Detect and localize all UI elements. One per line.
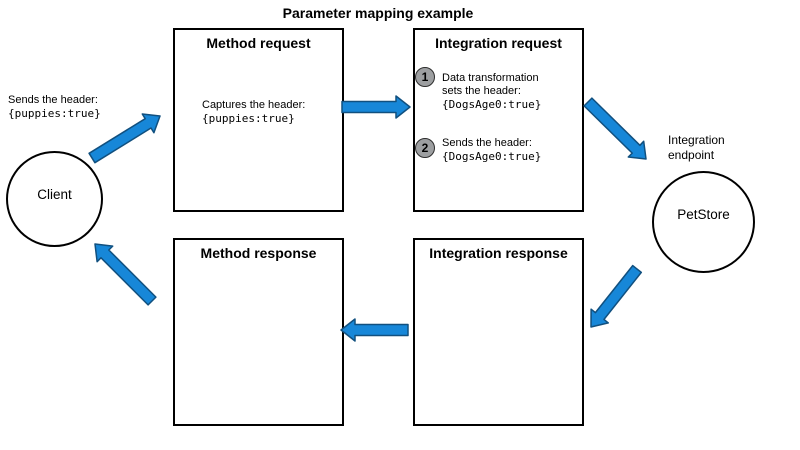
arrow-method-request-to-integration-request	[341, 95, 411, 119]
client-annotation-code: {puppies:true}	[8, 107, 101, 120]
endpoint-annotation: Integration endpoint	[668, 133, 725, 163]
integration-response-box: Integration response	[413, 238, 584, 426]
arrow-client-to-method-request	[88, 113, 161, 164]
integration-request-title: Integration request	[435, 35, 562, 51]
step-2-line-1: Sends the header:	[442, 137, 532, 149]
step-2-badge: 2	[415, 138, 435, 158]
arrow-method-response-to-client	[94, 243, 157, 306]
integration-response-title: Integration response	[429, 245, 568, 261]
petstore-node: PetStore	[652, 171, 755, 273]
method-request-text: Captures the header:	[202, 99, 306, 111]
method-request-title: Method request	[206, 35, 311, 51]
method-request-code: {puppies:true}	[202, 112, 295, 125]
arrow-integration-request-to-endpoint	[583, 97, 647, 160]
arrow-endpoint-to-integration-response	[590, 264, 643, 328]
step-2-code: {DogsAge0:true}	[442, 150, 542, 163]
step-1-code: {DogsAge0:true}	[442, 98, 542, 111]
endpoint-annotation-line-1: Integration	[668, 133, 725, 147]
diagram-title: Parameter mapping example	[282, 5, 474, 21]
step-1-line-1: Data transformation	[442, 72, 539, 84]
step-2-text: Sends the header: {DogsAge0:true}	[442, 137, 541, 163]
step-1-line-2: sets the header:	[442, 85, 521, 97]
client-label: Client	[37, 186, 72, 202]
step-1-badge: 1	[415, 67, 435, 87]
method-request-body: Captures the header: {puppies:true}	[202, 99, 305, 125]
step-1-text: Data transformation sets the header: {Do…	[442, 72, 541, 111]
petstore-label: PetStore	[677, 206, 730, 222]
method-response-box: Method response	[173, 238, 344, 426]
client-annotation: Sends the header: {puppies:true}	[8, 94, 101, 120]
client-annotation-text: Sends the header:	[8, 94, 98, 106]
client-node: Client	[6, 151, 103, 247]
method-response-title: Method response	[200, 245, 317, 261]
endpoint-annotation-line-2: endpoint	[668, 148, 715, 162]
arrow-integration-response-to-method-response	[340, 318, 409, 342]
integration-request-box: Integration request 1 Data transformatio…	[413, 28, 584, 212]
method-request-box: Method request Captures the header: {pup…	[173, 28, 344, 212]
